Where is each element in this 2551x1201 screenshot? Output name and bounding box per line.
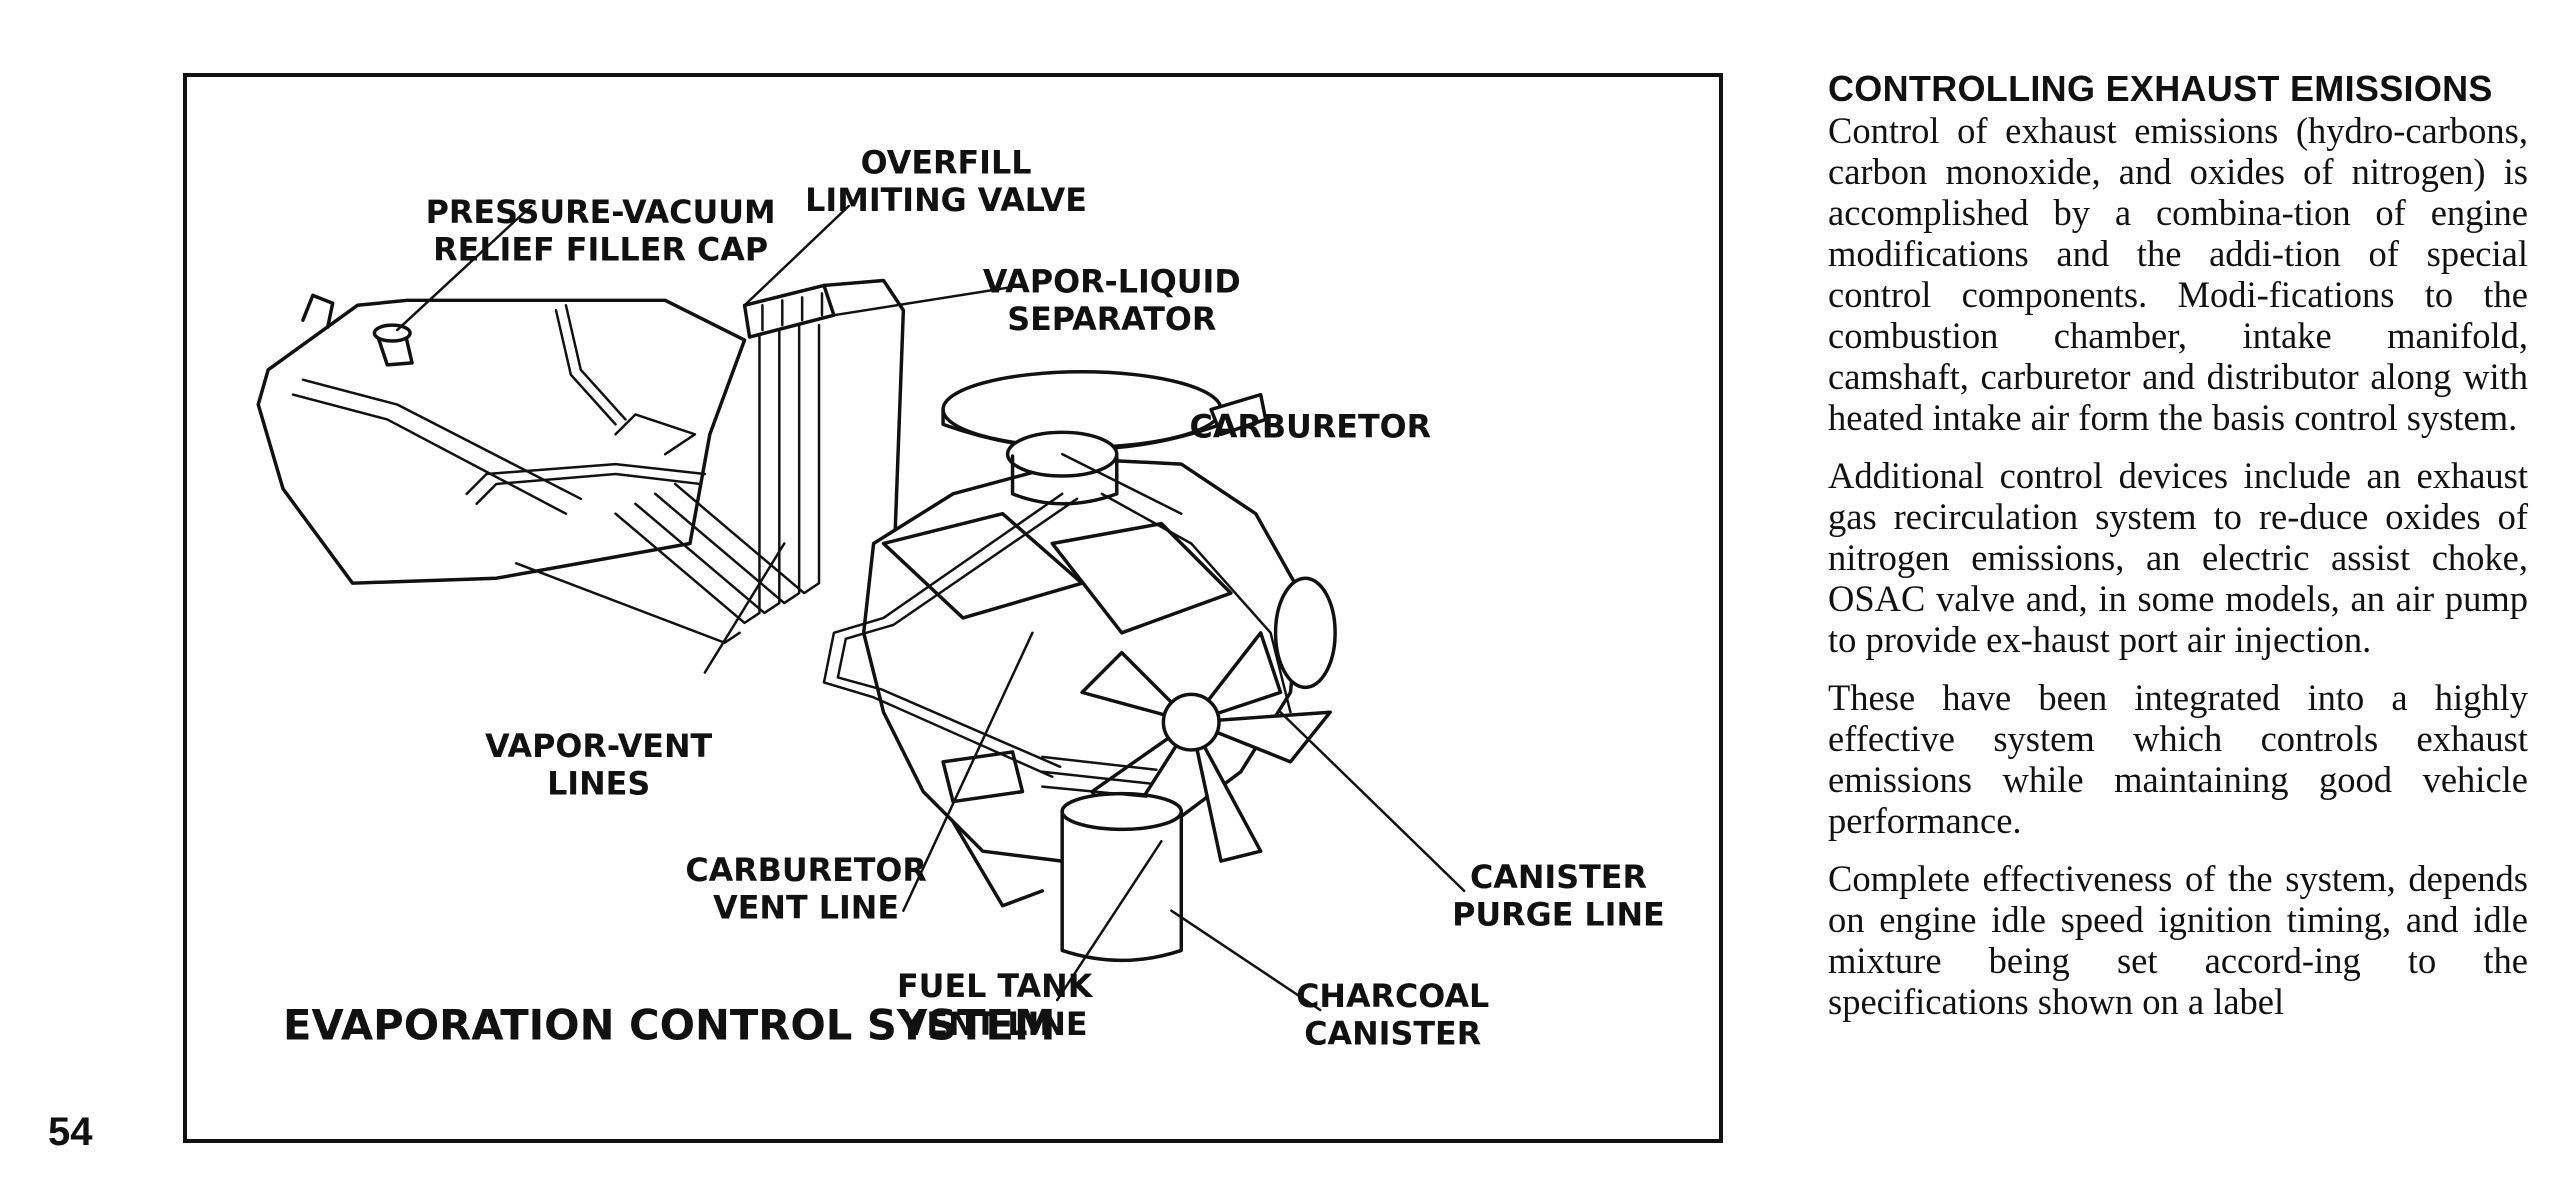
diagram-illustration: PRESSURE-VACUUM RELIEF FILLER CAP OVERFI… — [256, 145, 1665, 1053]
label-charcoal-1: CHARCOAL — [1296, 979, 1489, 1015]
fuel-tank — [256, 293, 747, 585]
carburetor-vent-line — [822, 492, 1079, 778]
figure-title: EVAPORATION CONTROL SYSTEM — [283, 1001, 1055, 1050]
article-paragraph-2: Additional control devices include an ex… — [1828, 455, 2528, 660]
label-separator-2: SEPARATOR — [1007, 302, 1216, 338]
article: CONTROLLING EXHAUST EMISSIONS Control of… — [1828, 68, 2528, 1039]
label-vapor-vent-1: VAPOR-VENT — [485, 729, 712, 765]
label-filler-cap-2: RELIEF FILLER CAP — [433, 233, 768, 269]
engine — [861, 370, 1337, 863]
charcoal-canister — [1041, 755, 1184, 963]
canister-purge-line — [1100, 492, 1292, 714]
article-paragraph-4: Complete effectiveness of the system, de… — [1828, 858, 2528, 1022]
label-carburetor: CARBURETOR — [1190, 409, 1432, 445]
label-vapor-vent-2: LINES — [547, 767, 650, 803]
label-carb-vent-2: VENT LINE — [713, 891, 899, 927]
page-number: 54 — [48, 1110, 93, 1154]
label-fuel-tank-vent-1: FUEL TANK — [897, 969, 1094, 1005]
label-filler-cap-1: PRESSURE-VACUUM — [426, 195, 776, 231]
label-carb-vent-1: CARBURETOR — [685, 853, 927, 889]
vapor-vent-lines — [515, 323, 821, 644]
fan — [1080, 631, 1332, 863]
label-overfill-1: OVERFILL — [861, 145, 1032, 181]
article-paragraph-1: Control of exhaust emissions (hydro-carb… — [1828, 110, 2528, 438]
label-overfill-2: LIMITING VALVE — [805, 183, 1087, 219]
article-paragraph-3: These have been integrated into a highly… — [1828, 677, 2528, 841]
label-fuel-tank-vent-2: VENT LINE — [902, 1007, 1088, 1043]
evaporation-control-diagram: PRESSURE-VACUUM RELIEF FILLER CAP OVERFI… — [183, 73, 1723, 1143]
label-canister-purge-2: PURGE LINE — [1452, 898, 1665, 934]
article-heading: CONTROLLING EXHAUST EMISSIONS — [1828, 68, 2493, 109]
label-canister-purge-1: CANISTER — [1470, 860, 1647, 896]
leader-lines — [395, 204, 1466, 1012]
label-charcoal-2: CANISTER — [1304, 1017, 1481, 1053]
label-separator-1: VAPOR-LIQUID — [983, 264, 1241, 300]
